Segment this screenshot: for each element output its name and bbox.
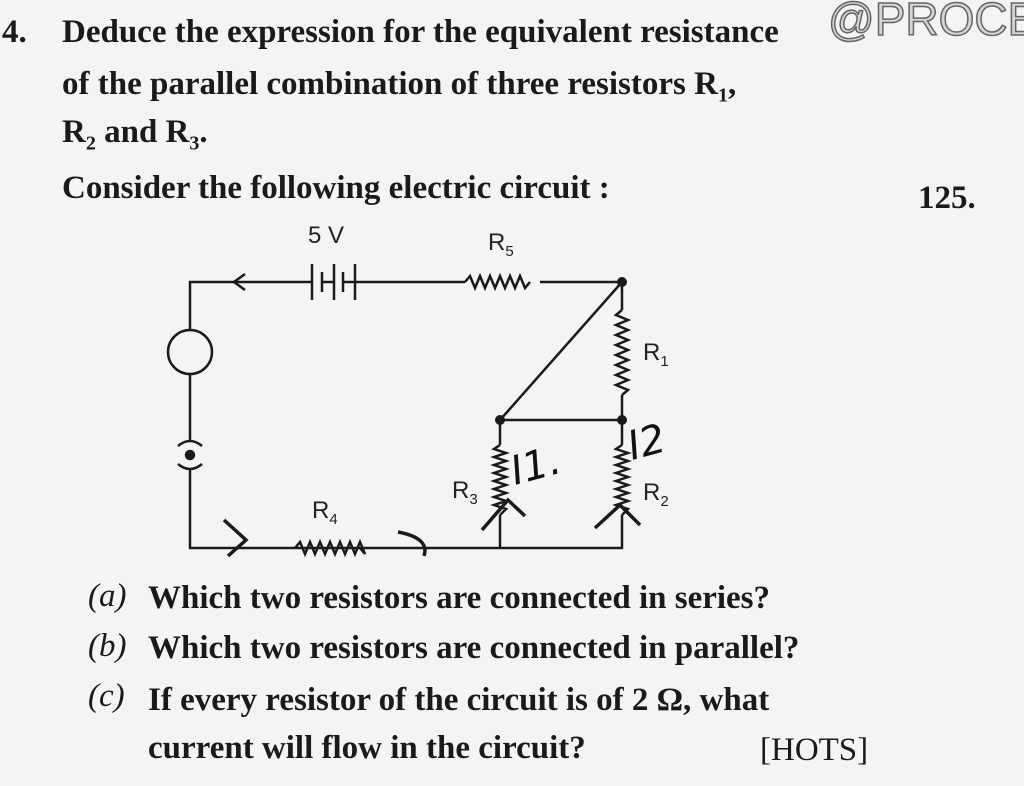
part-b-label: (b) bbox=[88, 628, 127, 664]
text: R bbox=[62, 114, 86, 150]
text: . bbox=[199, 114, 208, 150]
sub: 3 bbox=[189, 132, 200, 155]
text: of the parallel combination of three res… bbox=[62, 66, 718, 102]
junction-nodes bbox=[495, 277, 627, 425]
text: , bbox=[727, 66, 737, 102]
wires bbox=[498, 281, 623, 548]
question-line-3: R2 and R3. bbox=[62, 114, 208, 156]
handwritten-arrows bbox=[222, 518, 427, 558]
question-line-2: of the parallel combination of three res… bbox=[62, 66, 736, 108]
sub: 2 bbox=[85, 132, 96, 155]
hots-tag: [HOTS] bbox=[760, 732, 869, 768]
part-c-text-2: current will flow in the circuit? bbox=[148, 730, 586, 766]
r5-label: R5 bbox=[488, 229, 514, 260]
question-number: 4. bbox=[2, 14, 27, 50]
part-c-label: (c) bbox=[88, 678, 125, 714]
r4-label: R4 bbox=[312, 497, 338, 528]
part-b-text: Which two resistors are connected in par… bbox=[148, 630, 800, 666]
wires bbox=[188, 280, 624, 550]
key-icon bbox=[177, 439, 203, 471]
resistor-r4 bbox=[294, 538, 367, 558]
part-c-text: If every resistor of the circuit is of 2… bbox=[148, 682, 770, 718]
resistor-r3 bbox=[490, 443, 510, 516]
battery-icon bbox=[310, 264, 357, 300]
text: and R bbox=[95, 114, 190, 150]
handwritten-i1: I1. bbox=[506, 437, 566, 494]
arrow-icon bbox=[231, 272, 246, 292]
part-a-text: Which two resistors are connected in ser… bbox=[148, 580, 771, 616]
sub: 1 bbox=[717, 84, 728, 107]
ammeter-icon bbox=[166, 328, 214, 376]
r1-label: R1 bbox=[643, 339, 669, 370]
circuit-intro: Consider the following electric circuit … bbox=[62, 170, 610, 206]
resistor-r2 bbox=[612, 443, 632, 516]
resistor-r5 bbox=[464, 272, 531, 292]
r3-label: R3 bbox=[452, 477, 478, 508]
part-a-label: (a) bbox=[88, 578, 127, 614]
question-125-number: 125. bbox=[918, 180, 976, 216]
handwritten-arrows bbox=[480, 497, 642, 532]
resistor-r1 bbox=[612, 309, 632, 396]
r2-label: R2 bbox=[643, 479, 669, 510]
question-line-1: Deduce the expression for the equivalent… bbox=[62, 14, 779, 50]
watermark: @PROCBS bbox=[827, 0, 1024, 46]
voltage-label: 5 V bbox=[308, 222, 344, 249]
